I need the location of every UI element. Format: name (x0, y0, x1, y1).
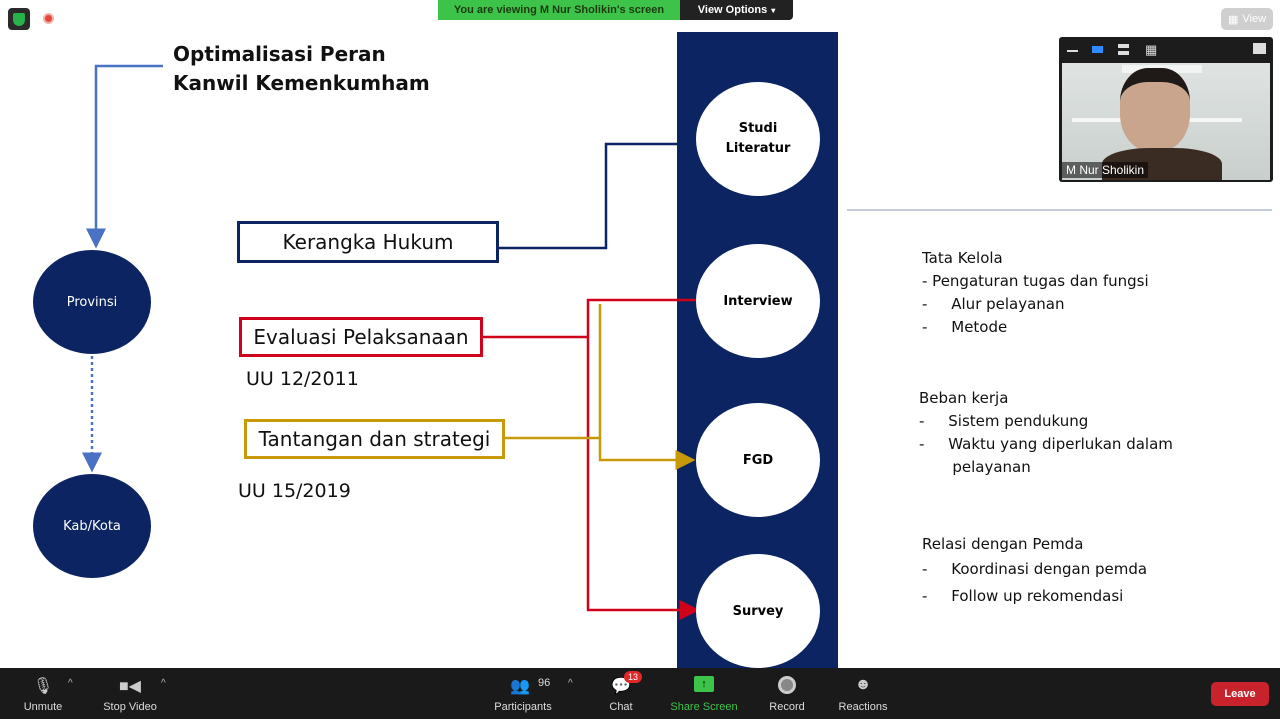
smiley-plus-icon: ☻ (854, 676, 872, 693)
recording-indicator-icon (43, 13, 54, 24)
method-studi-literatur: Studi Literatur (696, 82, 820, 196)
relasi-item: - Koordinasi dengan pemda (922, 560, 1148, 578)
muted-microphone-icon: 🎙 (32, 678, 54, 695)
video-options-caret[interactable]: ^ (161, 678, 166, 689)
tata-kelola-title: Tata Kelola (922, 249, 1003, 267)
record-label: Record (769, 701, 805, 713)
gallery-grid-icon[interactable]: ▦ (1145, 42, 1158, 57)
record-button[interactable]: Record (765, 668, 809, 719)
beban-kerja-block: Beban kerja - Sistem pendukung - Waktu y… (919, 387, 1173, 479)
chat-label: Chat (609, 701, 633, 713)
beban-item: pelayanan (919, 458, 1031, 476)
beban-item: - Waktu yang diperlukan dalam (919, 435, 1173, 453)
minimize-icon[interactable] (1067, 50, 1078, 52)
title-line-1: Optimalisasi Peran (173, 42, 386, 66)
chat-bubble-icon: 💬 (611, 678, 631, 695)
beban-title: Beban kerja (919, 389, 1009, 407)
view-options-label: View Options (697, 4, 768, 16)
label-uu-15-2019: UU 15/2019 (238, 480, 351, 502)
box-kerangka-hukum: Kerangka Hukum (237, 221, 499, 263)
reactions-button[interactable]: ☻ Reactions (834, 668, 892, 719)
method-fgd: FGD (696, 403, 820, 517)
share-arrow-icon: ↑ (694, 676, 714, 692)
view-button[interactable]: ▦View (1221, 8, 1273, 30)
beban-item: - Sistem pendukung (919, 412, 1089, 430)
exit-float-icon[interactable] (1253, 43, 1266, 54)
method-interview: Interview (696, 244, 820, 358)
grid-icon: ▦ (1227, 13, 1239, 26)
node-provinsi: Provinsi (33, 250, 151, 354)
speaker-view-icon[interactable] (1092, 46, 1103, 53)
share-screen-label: Share Screen (670, 701, 738, 713)
slide-title: Optimalisasi Peran Kanwil Kemenkumham (173, 40, 430, 98)
view-options-button[interactable]: View Options▾ (680, 0, 793, 20)
relasi-item: - Follow up rekomendasi (922, 587, 1124, 605)
record-icon (778, 676, 796, 694)
title-line-2: Kanwil Kemenkumham (173, 71, 430, 95)
strip-view-icon[interactable] (1118, 44, 1129, 55)
participants-icon: 👥 (510, 678, 530, 695)
label-uu-12-2011: UU 12/2011 (246, 368, 359, 390)
relasi-title: Relasi dengan Pemda (922, 535, 1084, 553)
security-shield-icon[interactable] (8, 8, 30, 30)
box-evaluasi: Evaluasi Pelaksanaan (239, 317, 483, 357)
stop-video-button[interactable]: ■◀ Stop Video (98, 668, 162, 719)
leave-button[interactable]: Leave (1211, 682, 1269, 706)
unmute-button[interactable]: 🎙 Unmute (14, 668, 72, 719)
video-camera-icon: ■◀ (119, 678, 141, 695)
view-label: View (1242, 13, 1267, 25)
method-survey: Survey (696, 554, 820, 668)
chevron-down-icon: ▾ (771, 5, 776, 15)
node-kabkota: Kab/Kota (33, 474, 151, 578)
viewing-banner: You are viewing M Nur Sholikin's screen (438, 0, 680, 20)
tata-item: - Alur pelayanan (922, 295, 1065, 313)
unmute-label: Unmute (23, 701, 63, 713)
tata-item: - Pengaturan tugas dan fungsi (922, 272, 1149, 290)
participants-options-caret[interactable]: ^ (568, 678, 573, 689)
tata-item: - Metode (922, 318, 1008, 336)
box-tantangan: Tantangan dan strategi (244, 419, 505, 459)
relasi-block: Relasi dengan Pemda - Koordinasi dengan … (922, 532, 1147, 609)
audio-options-caret[interactable]: ^ (68, 678, 73, 689)
participant-name: M Nur Sholikin (1062, 162, 1149, 178)
participant-video: M Nur Sholikin (1062, 63, 1270, 180)
chat-badge: 13 (624, 671, 643, 683)
stop-video-label: Stop Video (103, 701, 157, 713)
tata-kelola-block: Tata Kelola - Pengaturan tugas dan fungs… (922, 247, 1149, 339)
participants-label: Participants (494, 701, 552, 713)
video-panel: ▦ M Nur Sholikin (1059, 37, 1273, 182)
participant-face (1120, 68, 1190, 152)
reactions-label: Reactions (838, 701, 888, 713)
participants-count: 96 (538, 677, 551, 689)
share-screen-button[interactable]: ↑ Share Screen (668, 668, 740, 719)
